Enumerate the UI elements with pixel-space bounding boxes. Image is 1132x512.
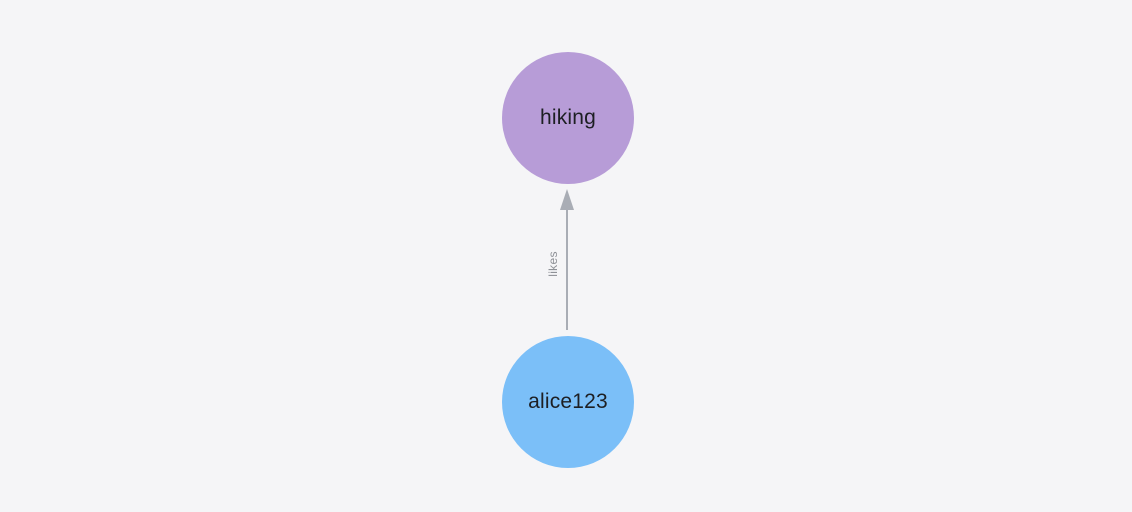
edge-label[interactable]: likes: [546, 251, 560, 277]
node-alice123-label: alice123: [528, 390, 608, 413]
edge-line[interactable]: [566, 208, 568, 330]
node-alice123[interactable]: alice123: [502, 336, 634, 468]
arrowhead-up-icon: [560, 189, 574, 210]
node-hiking[interactable]: hiking: [502, 52, 634, 184]
node-hiking-label: hiking: [539, 106, 597, 129]
